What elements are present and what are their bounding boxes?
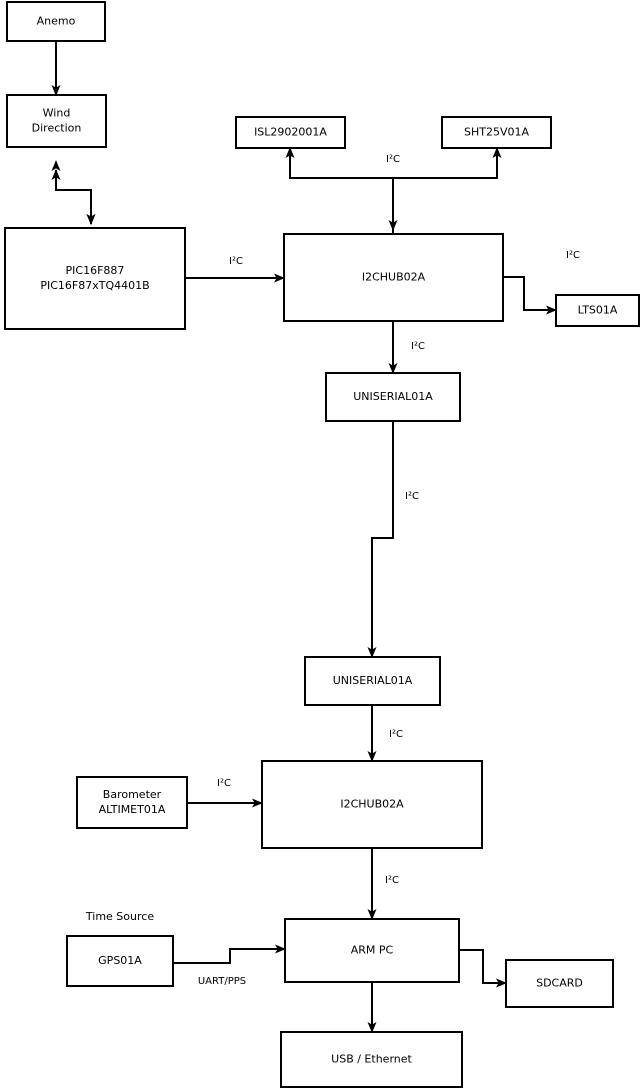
node-label-sht: SHT25V01A <box>464 126 529 139</box>
node-label-sdcard: SDCARD <box>536 977 583 990</box>
node-box-isl <box>235 116 346 149</box>
node-label-isl: ISL2902001A <box>254 126 327 139</box>
edge-label-lbl-uart: UART/PPS <box>198 976 246 987</box>
node-label-wind-dir: Direction <box>32 122 82 135</box>
node-label-uni-top: UNISERIAL01A <box>353 390 433 403</box>
nodes-layer: AnemoWindDirectionPIC16F887PIC16F87xTQ44… <box>4 1 640 1088</box>
free-label-lbl-time-source: Time Source <box>85 910 154 923</box>
node-arm-pc[interactable]: ARM PC <box>284 918 460 983</box>
node-label-lts: LTS01A <box>578 304 618 317</box>
edge-label-lbl-pic-hub: I²C <box>229 256 243 267</box>
edge-label-lbl-baro-hub: I²C <box>217 778 231 789</box>
edge-gps-to-arm-pc <box>173 944 286 964</box>
node-label-wind-dir: Wind <box>43 107 71 120</box>
edge-hub-top-to-lts <box>493 272 557 315</box>
node-box-anemo <box>6 1 106 42</box>
node-box-hub-top <box>283 233 504 322</box>
node-box-usb-eth <box>280 1031 463 1088</box>
node-usb-eth[interactable]: USB / Ethernet <box>280 1031 463 1088</box>
node-sht[interactable]: SHT25V01A <box>441 116 552 149</box>
node-box-lts <box>555 294 640 327</box>
node-label-gps: GPS01A <box>98 954 142 967</box>
edge-label-lbl-lts: I²C <box>566 250 580 261</box>
node-hub-top[interactable]: I2CHUB02A <box>283 233 504 322</box>
node-box-sht <box>441 116 552 149</box>
edge-arm-pc-to-sdcard <box>449 945 507 988</box>
node-gps[interactable]: GPS01A <box>66 935 174 987</box>
edge-hub-top-to-isl <box>285 147 394 234</box>
node-label-uni-bottom: UNISERIAL01A <box>333 674 413 687</box>
node-hub-bottom[interactable]: I2CHUB02A <box>261 760 483 849</box>
node-box-gps <box>66 935 174 987</box>
node-sdcard[interactable]: SDCARD <box>505 959 614 1008</box>
node-label-pic: PIC16F887 <box>66 264 125 277</box>
node-box-sdcard <box>505 959 614 1008</box>
node-label-barometer: Barometer <box>103 788 162 801</box>
edges-layer <box>51 31 557 1033</box>
edge-label-lbl-uni-uni: I²C <box>405 491 419 502</box>
node-lts[interactable]: LTS01A <box>555 294 640 327</box>
node-label-pic: PIC16F87xTQ4401B <box>40 279 149 292</box>
edge-hub-top-to-sht <box>393 147 502 179</box>
node-box-wind-dir <box>6 94 107 148</box>
node-label-hub-top: I2CHUB02A <box>362 271 426 284</box>
node-label-arm-pc: ARM PC <box>351 944 394 957</box>
node-box-arm-pc <box>284 918 460 983</box>
node-isl[interactable]: ISL2902001A <box>235 116 346 149</box>
node-anemo[interactable]: Anemo <box>6 1 106 42</box>
node-label-barometer: ALTIMET01A <box>99 803 166 816</box>
node-uni-bottom[interactable]: UNISERIAL01A <box>304 656 441 706</box>
edge-label-lbl-hub-unitop: I²C <box>411 341 425 352</box>
node-box-uni-bottom <box>304 656 441 706</box>
edge-pic-to-wind-dir <box>51 160 96 225</box>
labels-layer: I²C I²C I²C I²C I²C I²C I²C I²C UART/PPS Time Sou… <box>85 154 580 987</box>
node-box-pic <box>4 227 186 330</box>
node-label-usb-eth: USB / Ethernet <box>331 1053 412 1066</box>
node-label-hub-bottom: I2CHUB02A <box>340 798 404 811</box>
node-uni-top[interactable]: UNISERIAL01A <box>325 372 461 422</box>
edge-label-lbl-uni-hubbot: I²C <box>389 729 403 740</box>
node-box-uni-top <box>325 372 461 422</box>
edge-label-lbl-hubbot-arm: I²C <box>385 875 399 886</box>
node-box-barometer <box>76 776 188 829</box>
node-box-hub-bottom <box>261 760 483 849</box>
node-label-anemo: Anemo <box>37 15 76 28</box>
edge-label-lbl-top-bus: I²C <box>386 154 400 165</box>
edge-uni-top-to-uni-bottom <box>367 411 398 658</box>
